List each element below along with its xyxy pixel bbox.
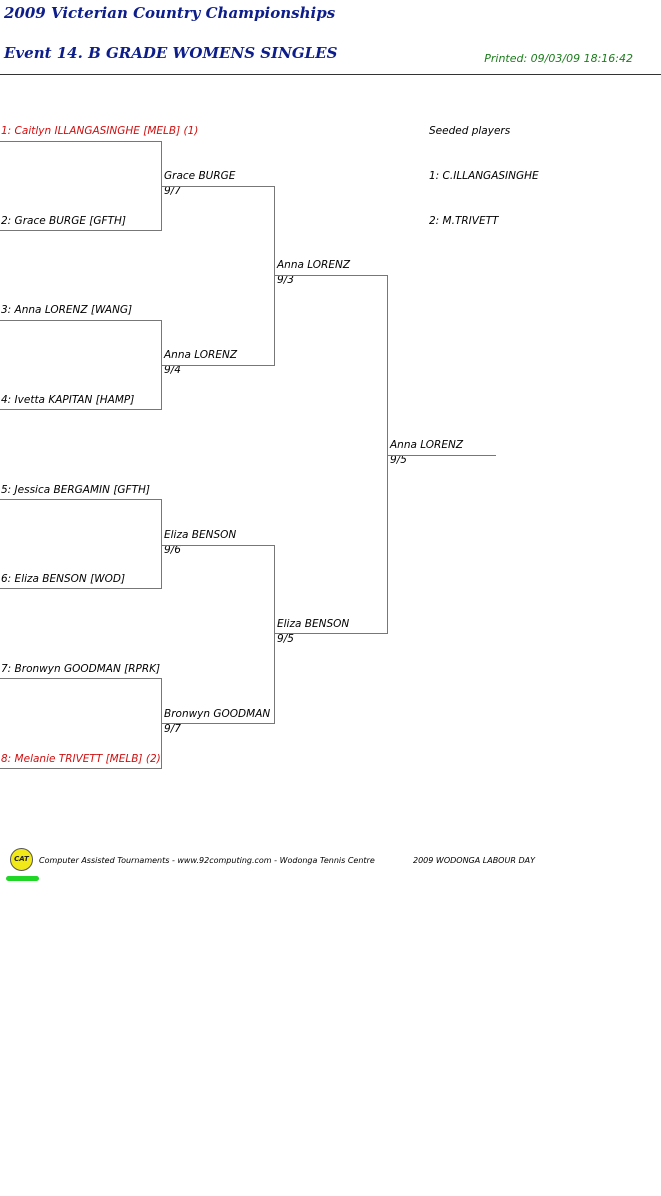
footer-credit: Computer Assisted Tournaments - www.92co… — [39, 856, 375, 865]
bracket-line — [162, 365, 274, 366]
bracket-line — [161, 320, 162, 410]
seeded-player-2: 2: M.TRIVETT — [429, 215, 499, 227]
bracket-line — [161, 678, 162, 769]
bracket-line — [0, 409, 161, 410]
event-title: Event 14. B GRADE WOMENS SINGLES — [4, 44, 338, 62]
bracket-line — [274, 545, 275, 724]
footer-event: 2009 WODONGA LABOUR DAY — [413, 856, 535, 865]
r3-winner-1: Anna LORENZ — [277, 259, 351, 271]
bracket-line — [162, 545, 274, 546]
seeded-heading: Seeded players — [429, 125, 511, 137]
bracket-line — [0, 678, 161, 679]
bracket-line — [274, 186, 275, 366]
entry-6: 6: Eliza BENSON [WOD] — [1, 573, 126, 585]
entry-4: 4: Ivetta KAPITAN [HAMP] — [1, 394, 135, 406]
bracket-line — [387, 275, 388, 634]
r2-winner-3: Eliza BENSON — [164, 529, 237, 541]
r3-score-2: 9/5 — [277, 633, 294, 645]
bracket-line — [275, 633, 387, 634]
r2-score-2: 9/4 — [164, 364, 181, 376]
printed-timestamp: Printed: 09/03/09 18:16:42 — [484, 52, 633, 65]
bracket-line — [161, 499, 162, 589]
header-divider — [0, 74, 661, 75]
bracket-line — [162, 186, 274, 187]
entry-1: 1: Caitlyn ILLANGASINGHE [MELB] (1) — [1, 125, 199, 137]
bracket-line — [0, 320, 161, 321]
r2-score-3: 9/6 — [164, 544, 181, 556]
entry-7: 7: Bronwyn GOODMAN [RPRK] — [1, 663, 161, 675]
r2-winner-1: Grace BURGE — [164, 170, 236, 182]
bracket-line — [388, 455, 496, 456]
final-winner: Anna LORENZ — [390, 439, 464, 451]
logo-underline — [6, 876, 39, 881]
bracket-line — [0, 499, 161, 500]
bracket-line — [0, 588, 161, 589]
r3-winner-2: Eliza BENSON — [277, 618, 350, 630]
cat-logo-icon: CAT — [10, 848, 33, 871]
final-score: 9/5 — [390, 454, 407, 466]
bracket-line — [162, 723, 274, 724]
entry-8: 8: Melanie TRIVETT [MELB] (2) — [1, 753, 161, 765]
r2-winner-2: Anna LORENZ — [164, 349, 238, 361]
r2-score-1: 9/7 — [164, 185, 181, 197]
bracket-line — [161, 141, 162, 231]
bracket-line — [0, 141, 161, 142]
entry-3: 3: Anna LORENZ [WANG] — [1, 304, 133, 316]
tournament-title: 2009 Victerian Country Championships — [4, 4, 336, 22]
bracket-line — [275, 275, 387, 276]
seeded-player-1: 1: C.ILLANGASINGHE — [429, 170, 539, 182]
r3-score-1: 9/3 — [277, 274, 294, 286]
bracket-line — [0, 230, 161, 231]
entry-2: 2: Grace BURGE [GFTH] — [1, 215, 126, 227]
bracket-line — [0, 768, 161, 769]
r2-score-4: 9/7 — [164, 723, 181, 735]
r2-winner-4: Bronwyn GOODMAN — [164, 708, 271, 720]
entry-5: 5: Jessica BERGAMIN [GFTH] — [1, 484, 150, 496]
